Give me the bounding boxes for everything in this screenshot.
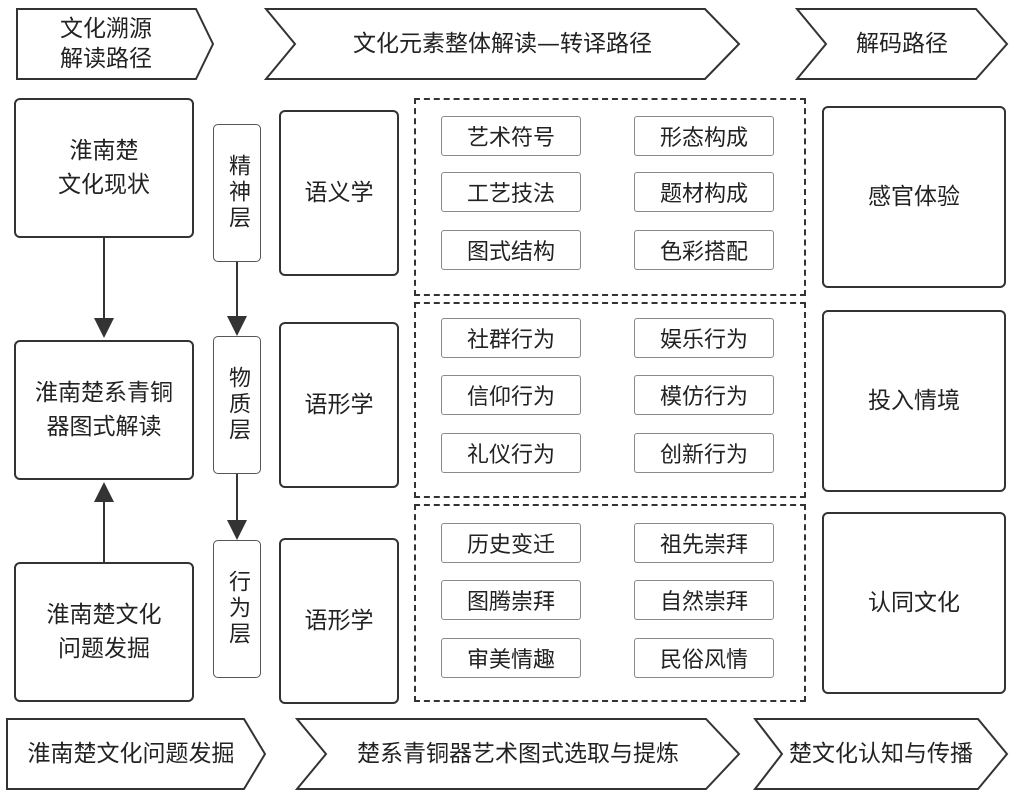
- element-item: 创新行为: [634, 433, 774, 473]
- banner-label: 文化元素整体解读—转译路径: [353, 31, 652, 57]
- banner-arrow-shape: [16, 8, 215, 80]
- banner-arrow-shape: [794, 8, 1009, 80]
- top-banner-translation-path: 文化元素整体解读—转译路径: [263, 8, 741, 80]
- bottom-banner-problem-discovery: 淮南楚文化问题发掘: [6, 718, 267, 790]
- element-item: 模仿行为: [634, 375, 774, 415]
- box-culture-problem-discovery: 淮南楚文化 问题发掘: [14, 562, 194, 702]
- banner-label: 文化溯源 解读路径: [60, 16, 152, 72]
- element-group-1: [414, 98, 806, 296]
- element-item: 祖先崇拜: [634, 523, 774, 563]
- banner-arrow-shape: [294, 718, 741, 790]
- layer-behavior: 行为层: [213, 540, 261, 678]
- element-item: 民俗风情: [634, 638, 774, 678]
- banner-label: 楚系青铜器艺术图式选取与提炼: [357, 741, 679, 767]
- element-item: 艺术符号: [441, 116, 581, 156]
- banner-label: 楚文化认知与传播: [789, 741, 973, 767]
- element-item: 工艺技法: [441, 172, 581, 212]
- layer-spirit: 精神层: [213, 124, 261, 262]
- layer-material: 物质层: [213, 336, 261, 474]
- element-item: 图腾崇拜: [441, 580, 581, 620]
- box-immersive-context: 投入情境: [822, 310, 1006, 492]
- element-item: 社群行为: [441, 318, 581, 358]
- element-item: 信仰行为: [441, 375, 581, 415]
- element-group-3: [414, 504, 806, 702]
- element-item: 礼仪行为: [441, 433, 581, 473]
- banner-arrow-shape: [752, 718, 1009, 790]
- box-sensory-experience: 感官体验: [822, 106, 1006, 288]
- element-item: 图式结构: [441, 230, 581, 270]
- element-item: 自然崇拜: [634, 580, 774, 620]
- element-item: 历史变迁: [441, 523, 581, 563]
- box-culture-status: 淮南楚 文化现状: [14, 98, 194, 238]
- banner-arrow-shape: [263, 8, 741, 80]
- element-item: 色彩搭配: [634, 230, 774, 270]
- discipline-syntactics: 语形学: [279, 322, 399, 488]
- banner-arrow-shape: [6, 718, 267, 790]
- bottom-banner-cognition-spread: 楚文化认知与传播: [752, 718, 1009, 790]
- element-item: 形态构成: [634, 116, 774, 156]
- top-banner-culture-origin: 文化溯源 解读路径: [16, 8, 215, 80]
- box-bronze-pattern-reading: 淮南楚系青铜 器图式解读: [14, 340, 194, 480]
- top-banner-decoding-path: 解码路径: [794, 8, 1009, 80]
- discipline-syntactics-2: 语形学: [279, 538, 399, 704]
- element-item: 题材构成: [634, 172, 774, 212]
- bottom-banner-pattern-selection: 楚系青铜器艺术图式选取与提炼: [294, 718, 741, 790]
- element-group-2: [414, 302, 806, 498]
- banner-label: 淮南楚文化问题发掘: [27, 741, 235, 767]
- box-cultural-identity: 认同文化: [822, 512, 1006, 694]
- element-item: 娱乐行为: [634, 318, 774, 358]
- banner-label: 解码路径: [856, 31, 948, 57]
- discipline-semantics: 语义学: [279, 110, 399, 276]
- element-item: 审美情趣: [441, 638, 581, 678]
